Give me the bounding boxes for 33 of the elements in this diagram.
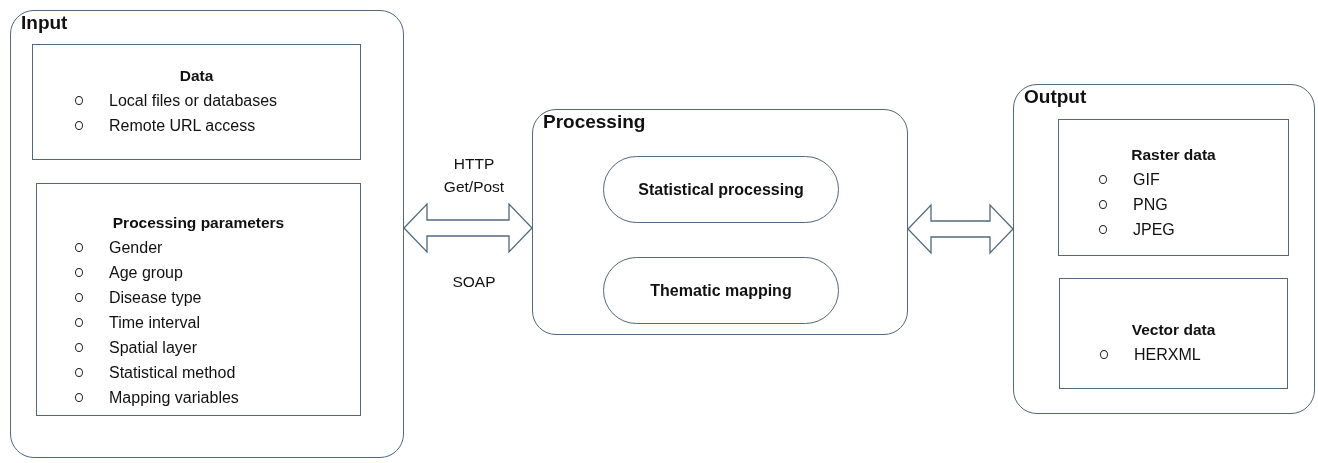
group-container bbox=[1013, 84, 1315, 414]
list-item: PNG bbox=[1133, 195, 1168, 214]
protocol-label: HTTP Get/Post bbox=[442, 154, 506, 197]
list-item: Spatial layer bbox=[109, 338, 198, 357]
list-item: Disease type bbox=[109, 288, 202, 307]
list-item: GIF bbox=[1133, 170, 1160, 189]
double-block-arrow bbox=[907, 203, 1014, 255]
group-title: Input bbox=[21, 12, 68, 34]
list-item: Remote URL access bbox=[109, 116, 256, 135]
list-item: Gender bbox=[109, 238, 163, 257]
box-heading: Data bbox=[179, 67, 214, 85]
list-box bbox=[1058, 119, 1289, 256]
list-item: Local files or databases bbox=[109, 91, 278, 110]
group-container bbox=[10, 10, 404, 458]
double-block-arrow bbox=[403, 202, 533, 254]
list-item: Age group bbox=[109, 263, 183, 282]
protocol-label: SOAP bbox=[451, 272, 497, 292]
group-container bbox=[532, 109, 908, 335]
box-heading: Raster data bbox=[1131, 146, 1216, 164]
list-item: HERXML bbox=[1134, 345, 1201, 364]
process-label: Statistical processing bbox=[638, 180, 804, 199]
box-heading: Processing parameters bbox=[112, 214, 285, 232]
group-title: Output bbox=[1024, 86, 1087, 108]
list-item: Mapping variables bbox=[109, 388, 239, 407]
list-box bbox=[32, 44, 361, 160]
list-box bbox=[36, 183, 361, 416]
box-heading: Vector data bbox=[1131, 321, 1216, 339]
process-label: Thematic mapping bbox=[650, 281, 792, 300]
list-item: Time interval bbox=[109, 313, 200, 332]
list-item: JPEG bbox=[1133, 220, 1175, 239]
list-item: Statistical method bbox=[109, 363, 236, 382]
list-box bbox=[1059, 278, 1288, 389]
group-title: Processing bbox=[543, 111, 646, 133]
